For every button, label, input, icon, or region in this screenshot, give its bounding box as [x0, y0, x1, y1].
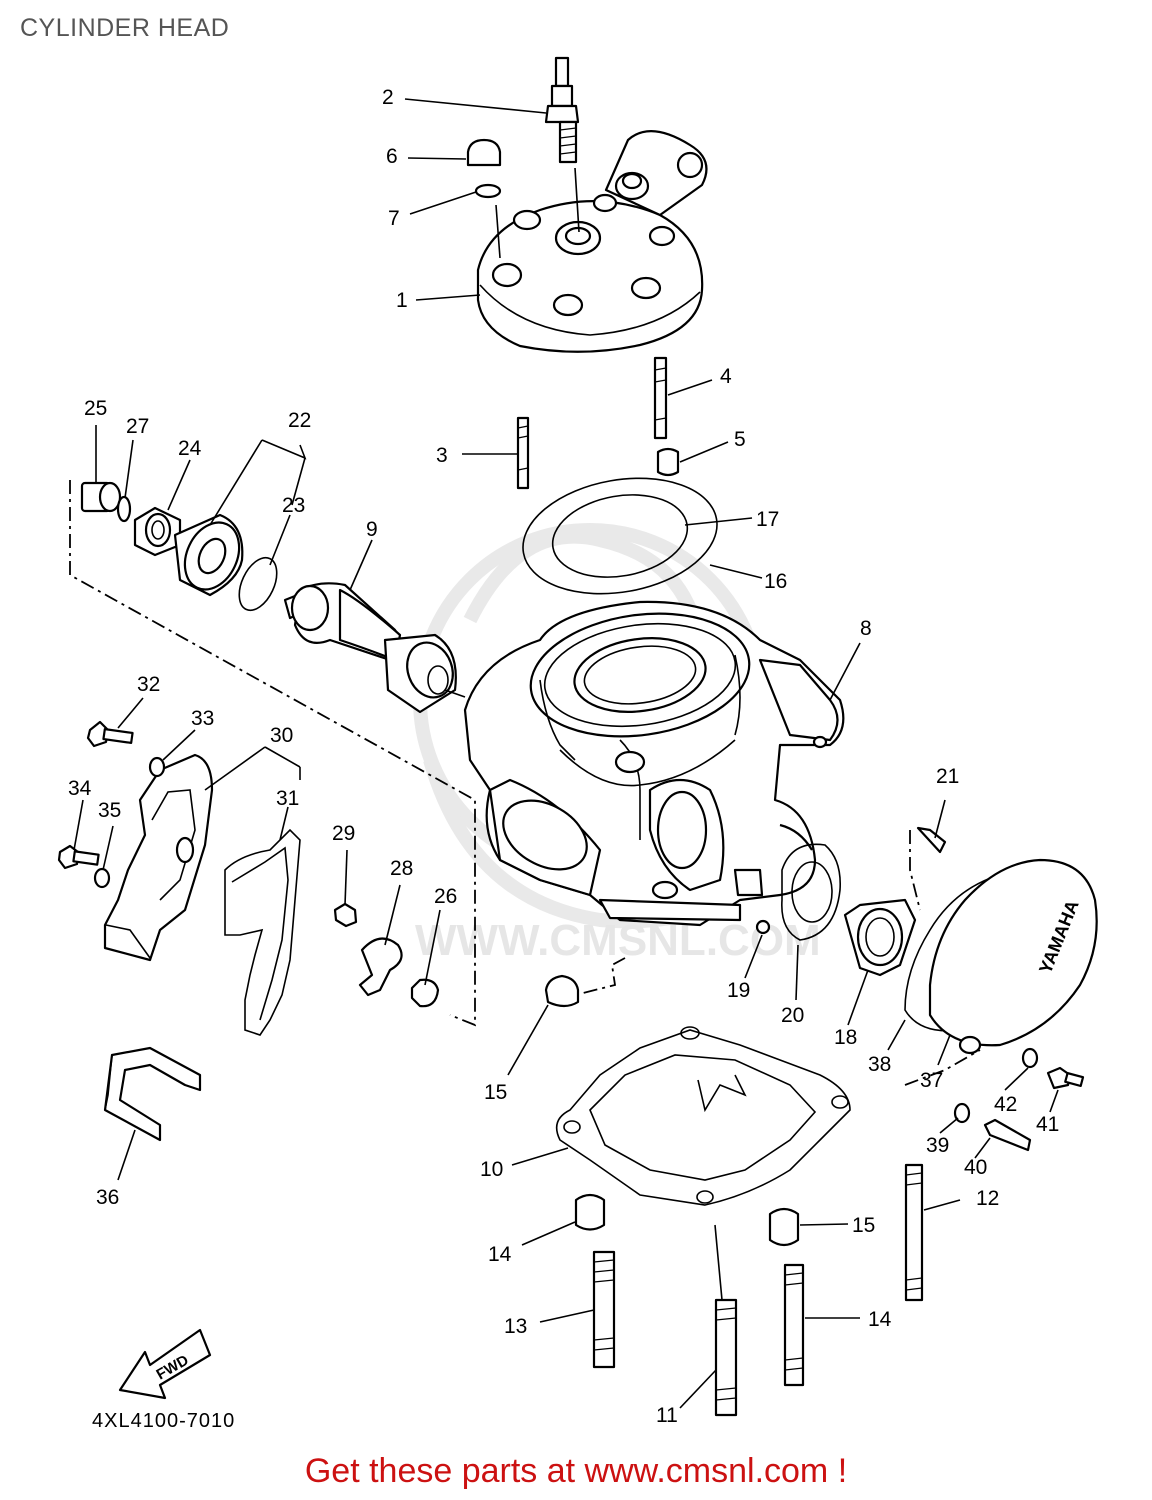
callout: 15 — [852, 1214, 875, 1237]
callout: 35 — [98, 799, 121, 822]
callout: 27 — [126, 415, 149, 438]
callout: 13 — [504, 1315, 527, 1338]
cap-nut-part — [466, 138, 502, 259]
callout: 22 — [288, 409, 311, 432]
exhaust-gasket-part — [781, 843, 842, 941]
callout: 10 — [480, 1158, 503, 1181]
callout-leaders — [73, 98, 1059, 1409]
pump-bolts-part — [57, 720, 166, 889]
callout: 16 — [764, 570, 787, 593]
callout: 15 — [484, 1081, 507, 1104]
diagram-code: 4XL4100-7010 — [92, 1410, 236, 1432]
callout: 17 — [756, 508, 779, 531]
callout: 20 — [781, 1004, 804, 1027]
callout: 40 — [964, 1156, 987, 1179]
cylinder-body-part — [463, 600, 845, 927]
callout: 25 — [84, 397, 107, 420]
footer-link-text[interactable]: Get these parts at www.cmsnl.com ! — [304, 1452, 848, 1490]
callout: 21 — [936, 765, 959, 788]
callout: 26 — [434, 885, 457, 908]
spark-plug-part — [544, 56, 580, 233]
callout: 34 — [68, 777, 92, 800]
callout: 14 — [488, 1243, 512, 1266]
callout: 41 — [1036, 1113, 1059, 1136]
clip-part — [103, 1046, 202, 1142]
exhaust-cover-part: YAMAHA — [843, 826, 1098, 1152]
callout: 28 — [390, 857, 413, 880]
callout: 29 — [332, 822, 355, 845]
page-title: CYLINDER HEAD — [20, 14, 230, 42]
callout: 9 — [366, 518, 378, 541]
callout: 3 — [436, 444, 448, 467]
cylinder-head-part — [476, 130, 708, 353]
callout: 23 — [282, 494, 305, 517]
callout: 12 — [976, 1187, 999, 1210]
water-pump-cover-part — [103, 753, 301, 1036]
callout: 11 — [656, 1404, 678, 1427]
callout: 42 — [994, 1093, 1017, 1116]
callout: 18 — [834, 1026, 857, 1049]
callout: 1 — [396, 289, 408, 312]
callout: 5 — [734, 428, 746, 451]
callout: 8 — [860, 617, 872, 640]
stud-bolts-upper — [516, 356, 680, 490]
callout-numbers: 2 6 7 1 3 4 5 17 16 8 9 22 23 24 25 27 3… — [68, 86, 1059, 1427]
power-valve-part — [80, 481, 466, 714]
callout: 30 — [270, 724, 293, 747]
callout: 31 — [276, 787, 299, 810]
base-gasket-part — [555, 1026, 851, 1206]
stud-bolts-lower — [574, 1163, 924, 1417]
callout: 37 — [920, 1069, 943, 1092]
callout: 39 — [926, 1134, 949, 1157]
callout: 7 — [388, 207, 400, 230]
callout: 4 — [720, 365, 732, 388]
callout: 6 — [386, 145, 398, 168]
callout: 14 — [868, 1308, 892, 1331]
fwd-arrow-icon: FWD — [118, 1328, 212, 1400]
callout: 38 — [868, 1053, 891, 1076]
callout: 32 — [137, 673, 160, 696]
callout: 2 — [382, 86, 394, 109]
callout: 36 — [96, 1186, 119, 1209]
callout: 33 — [191, 707, 214, 730]
callout: 19 — [727, 979, 750, 1002]
callout: 24 — [178, 437, 202, 460]
